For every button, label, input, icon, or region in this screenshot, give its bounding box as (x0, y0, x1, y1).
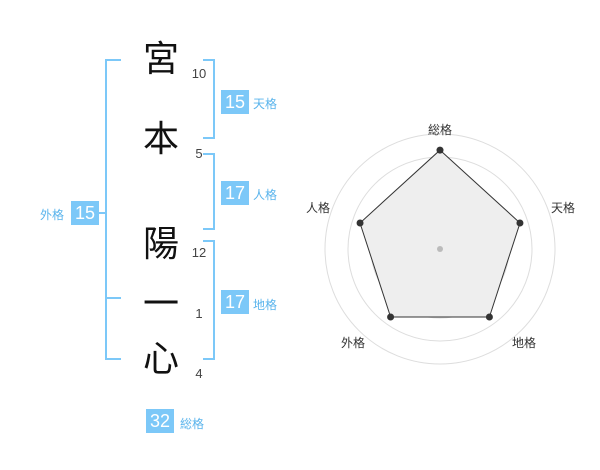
chikaku-label: 地格 (253, 298, 278, 312)
radar-axis-label-soukaku: 総格 (428, 122, 452, 137)
tenkaku-value: 15 (221, 90, 250, 114)
radar-polygon (359, 149, 521, 318)
tenkaku-label: 天格 (253, 97, 278, 111)
stroke-count-3: 12 (191, 245, 207, 260)
name-char-1: 宮 (142, 39, 179, 80)
name-char-4: 一 (142, 284, 179, 325)
radar-center-dot (437, 246, 443, 252)
radar-point-3 (485, 313, 493, 321)
radar-point-4 (387, 313, 395, 321)
radar-point-5 (356, 219, 364, 227)
radar-axis-label-jinkaku: 人格 (306, 200, 330, 215)
name-char-2: 本 (142, 119, 179, 160)
radar-axis-label-gaikaku: 外格 (341, 335, 365, 350)
name-char-3: 陽 (142, 224, 179, 265)
stroke-count-1: 10 (191, 66, 207, 81)
soukaku-label: 総格 (180, 417, 205, 431)
gaikaku-label: 外格 (40, 208, 65, 222)
radar-point-2 (516, 219, 524, 227)
gaikaku-value: 15 (71, 201, 100, 225)
chikaku-value: 17 (221, 290, 250, 314)
name-char-5: 心 (142, 339, 179, 380)
stroke-count-5: 4 (195, 366, 203, 381)
radar-points (356, 146, 524, 321)
jinkaku-label: 人格 (253, 188, 278, 202)
stroke-count-4: 1 (195, 306, 203, 321)
jinkaku-value: 17 (221, 181, 250, 205)
soukaku-value: 32 (146, 409, 175, 433)
radar-axis-label-tenkaku: 天格 (551, 200, 575, 215)
stroke-count-2: 5 (195, 146, 203, 161)
radar-ring-1 (324, 133, 556, 365)
radar-point-1 (436, 146, 444, 154)
radar-axis-label-chikaku: 地格 (512, 335, 536, 350)
